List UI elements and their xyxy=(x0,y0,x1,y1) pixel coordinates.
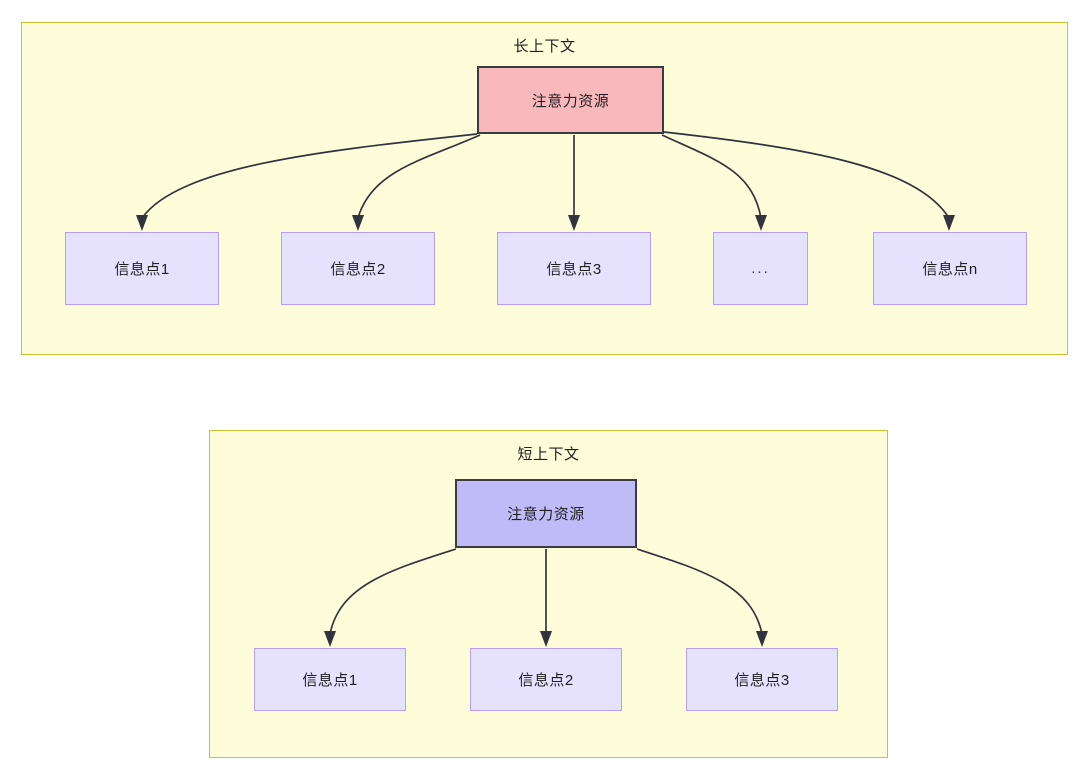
short-context-root-label: 注意力资源 xyxy=(507,506,585,523)
short-context-leaf-1-label: 信息点1 xyxy=(302,672,358,689)
long-context-leaf-3[interactable]: 信息点3 xyxy=(497,232,651,305)
long-context-root-label: 注意力资源 xyxy=(531,92,610,110)
long-context-root-node[interactable]: 注意力资源 xyxy=(477,66,664,134)
long-context-leaf-n-label: 信息点n xyxy=(922,261,978,278)
long-context-leaf-ellipsis-label: ... xyxy=(751,260,770,277)
panel-short-context-title: 短上下文 xyxy=(517,446,580,463)
short-context-root-node[interactable]: 注意力资源 xyxy=(455,479,637,548)
short-context-leaf-2-label: 信息点2 xyxy=(518,672,574,689)
short-context-leaf-3[interactable]: 信息点3 xyxy=(686,648,838,711)
long-context-leaf-1-label: 信息点1 xyxy=(114,261,170,278)
long-context-leaf-1[interactable]: 信息点1 xyxy=(65,232,219,305)
long-context-leaf-3-label: 信息点3 xyxy=(546,261,602,278)
panel-long-context-title: 长上下文 xyxy=(513,38,576,55)
short-context-leaf-3-label: 信息点3 xyxy=(734,672,790,689)
long-context-leaf-ellipsis[interactable]: ... xyxy=(713,232,808,305)
long-context-leaf-2-label: 信息点2 xyxy=(330,261,386,278)
long-context-leaf-2[interactable]: 信息点2 xyxy=(281,232,435,305)
short-context-leaf-2[interactable]: 信息点2 xyxy=(470,648,622,711)
short-context-leaf-1[interactable]: 信息点1 xyxy=(254,648,406,711)
long-context-leaf-n[interactable]: 信息点n xyxy=(873,232,1027,305)
